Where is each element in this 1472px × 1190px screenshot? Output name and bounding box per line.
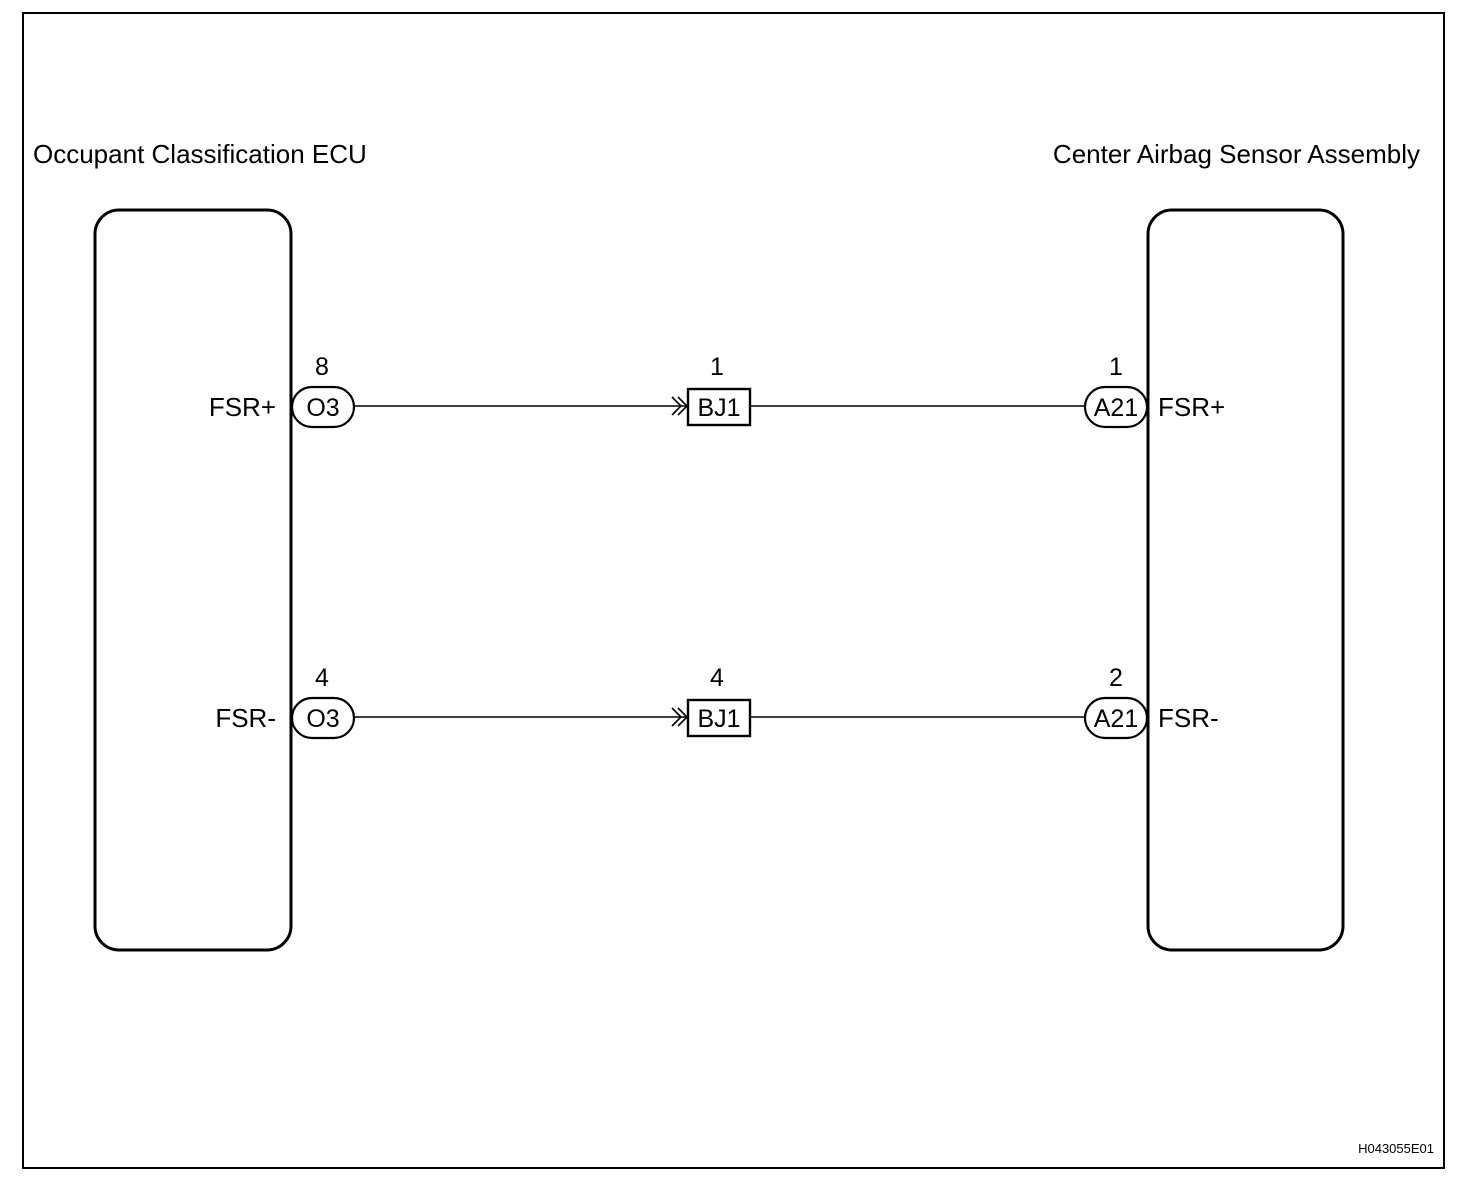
junction-connector-bj1-pin-number: 1 [710,353,724,381]
circuit-fsr-minus: FSR- O3 4 BJ1 4 A21 2 FSR- [215,664,1219,740]
connector-a21-label: A21 [1094,705,1138,733]
connector-a21-label: A21 [1094,394,1138,422]
left-pin-name-fsr-minus: FSR- [215,703,276,733]
connector-o3-pin-number: 4 [315,664,329,692]
connector-a21-pin-number: 2 [1109,664,1123,692]
junction-connector-bj1-label: BJ1 [697,705,740,733]
connector-o3 [290,385,356,429]
connector-o3-label: O3 [306,394,339,422]
center-airbag-sensor-body [1146,208,1345,952]
connector-a21 [1083,385,1149,429]
right-pin-name-fsr-plus: FSR+ [1158,392,1225,422]
junction-connector-bj1-pin-number: 4 [710,664,724,692]
diagram-frame [22,12,1445,1169]
left-component-title: Occupant Classification ECU [33,139,367,169]
circuit-fsr-plus: FSR+ O3 8 BJ1 1 A21 1 FSR+ [209,353,1225,429]
right-component-title: Center Airbag Sensor Assembly [1053,139,1420,169]
connector-a21-pin-number: 1 [1109,353,1123,381]
junction-connector-bj1-label: BJ1 [697,394,740,422]
figure-code: H043055E01 [1358,1141,1434,1156]
junction-connector-bj1 [686,698,752,738]
junction-connector-bj1 [686,387,752,427]
left-pin-name-fsr-plus: FSR+ [209,392,276,422]
connector-a21 [1083,696,1149,740]
connector-o3-pin-number: 8 [315,353,329,381]
connector-o3-label: O3 [306,705,339,733]
right-pin-name-fsr-minus: FSR- [1158,703,1219,733]
occupant-classification-ecu-body [93,208,293,952]
connector-o3 [290,696,356,740]
